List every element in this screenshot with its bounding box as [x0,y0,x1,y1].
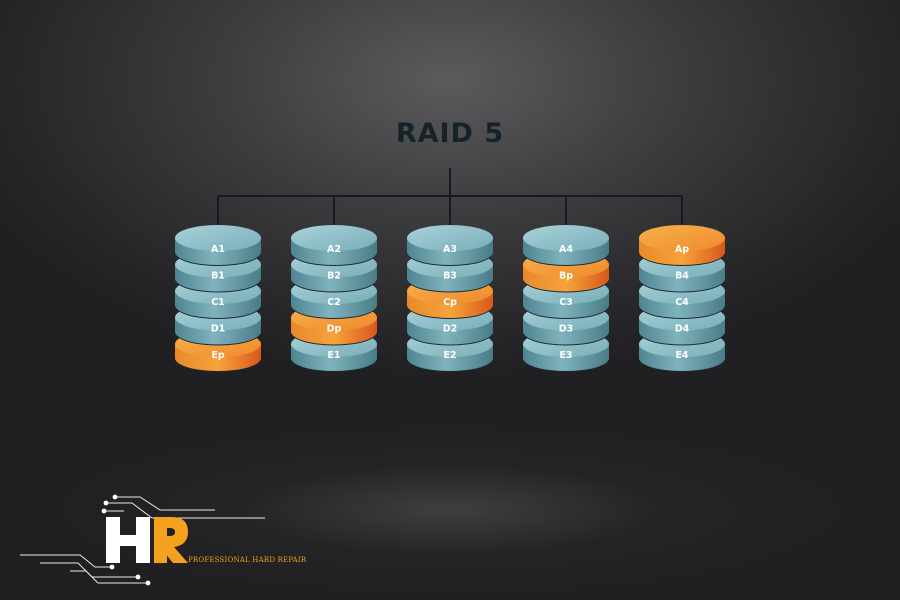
block-label: C2 [327,297,341,308]
block-label: D2 [443,324,458,335]
block-top [523,225,609,251]
block-top [407,225,493,251]
block-label: A3 [443,244,457,255]
block-label: Dp [327,324,342,335]
block-label: B1 [211,271,225,282]
block-label: C3 [559,297,573,308]
block-label: Cp [443,297,457,308]
block-label: E1 [327,350,340,361]
floor-glow [0,420,900,600]
block-label: E2 [443,350,456,361]
data-block: D2 [407,304,493,346]
block-label: Bp [559,271,573,282]
disk-stack-1: Ep D1 C1 B1 A1 [175,225,261,372]
block-label: D1 [211,324,226,335]
block-label: A2 [327,244,341,255]
block-label: B4 [675,271,689,282]
disk-stack-5: E4 D4 C4 B4 Ap [639,225,725,372]
logo-tagline: PROFESSIONAL HARD REPAIR [188,556,307,564]
data-block: A1 [175,225,261,266]
block-label: D4 [675,324,690,335]
connector-lines [217,168,683,227]
block-label: Ap [675,244,689,255]
block-top [639,225,725,251]
disk-stack-2: E1 Dp C2 B2 A2 [291,225,377,372]
block-top [175,225,261,251]
diagram-title: RAID 5 [395,118,505,149]
block-label: A1 [211,244,225,255]
data-block: A2 [291,225,377,266]
hr-logo [20,485,320,590]
block-top [291,225,377,251]
data-block: A4 [523,225,609,266]
block-label: B2 [327,271,341,282]
parity-block: Ap [639,225,725,266]
disk-stack-4: E3 D3 C3 Bp A4 [523,225,609,372]
block-label: D3 [559,324,574,335]
block-label: E3 [559,350,572,361]
block-label: E4 [675,350,688,361]
block-label: Ep [211,350,224,361]
block-label: B3 [443,271,457,282]
block-label: C1 [211,297,225,308]
block-label: A4 [559,244,573,255]
data-block: E3 [523,331,609,372]
disk-stack-3: E2 D2 Cp B3 A3 [407,225,493,372]
data-block: A3 [407,225,493,266]
circuit-logo-icon [20,494,265,586]
block-label: C4 [675,297,689,308]
